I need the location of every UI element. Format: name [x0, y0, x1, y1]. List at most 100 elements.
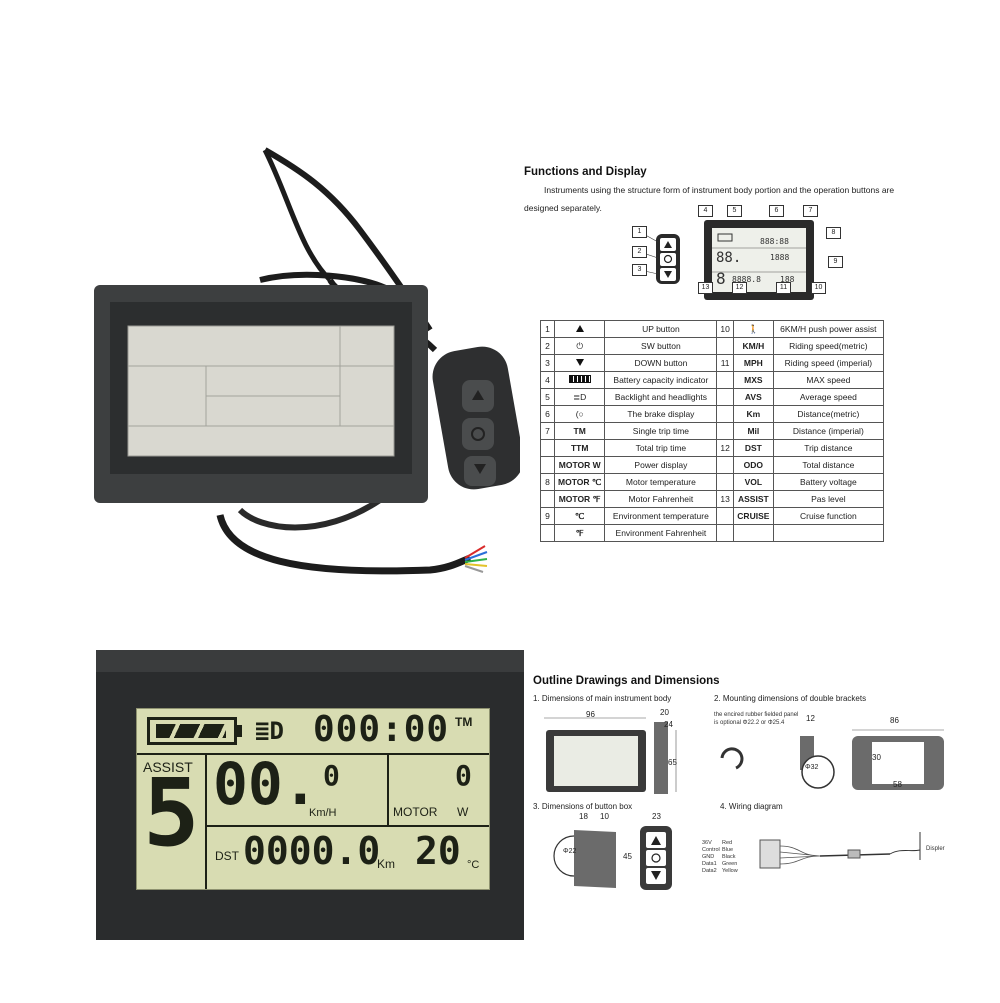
- table-row: TTM Total trip time 12 DST Trip distance: [540, 439, 884, 457]
- callout-8: 8: [826, 227, 841, 239]
- dim-phi22: Φ22: [563, 848, 577, 855]
- battery-icon: [147, 717, 237, 745]
- row-number: 11: [716, 354, 734, 372]
- callout-4: 4: [698, 205, 713, 217]
- row-desc: Battery voltage: [772, 473, 884, 491]
- svg-text:8: 8: [716, 269, 726, 288]
- dim-10: 10: [600, 812, 609, 821]
- row-number: [540, 490, 555, 508]
- row-number: 4: [540, 371, 555, 389]
- walk-icon: 🚶: [732, 320, 774, 338]
- row-code: ℉: [553, 524, 606, 542]
- row-desc: MAX speed: [772, 371, 884, 389]
- row-desc: Environment Fahrenheit: [604, 524, 718, 542]
- row-code: DST: [732, 439, 774, 457]
- row-desc: Riding speed (imperial): [772, 354, 884, 372]
- row-code: MOTOR W: [553, 456, 606, 474]
- row-code: AVS: [732, 388, 774, 406]
- table-row: MOTOR W Power display ODO Total distance: [540, 456, 884, 474]
- dim-30: 30: [872, 753, 881, 762]
- dim-18: 18: [579, 812, 588, 821]
- row-number: [540, 524, 555, 542]
- row-desc: Pas level: [772, 490, 884, 508]
- product-photo: [94, 147, 520, 575]
- row-desc: The brake display: [604, 405, 718, 423]
- table-row: 4 Battery capacity indicator MXS MAX spe…: [540, 371, 884, 389]
- svg-text:188: 188: [780, 275, 795, 284]
- dim-65: 65: [668, 758, 677, 767]
- dim-96: 96: [586, 710, 595, 719]
- svg-text:88.: 88.: [716, 250, 741, 266]
- row-code: Km: [732, 405, 774, 423]
- row-desc: Power display: [604, 456, 718, 474]
- row-number: 12: [716, 439, 734, 457]
- row-number: [540, 456, 555, 474]
- down-triangle-icon: [553, 354, 606, 372]
- callout-5: 5: [727, 205, 742, 217]
- row-desc: Cruise function: [772, 507, 884, 525]
- power-icon: ⏻: [553, 337, 606, 355]
- row-number: 7: [540, 422, 555, 440]
- row-desc: Riding speed(metric): [772, 337, 884, 355]
- table-row: 8 MOTOR ℃ Motor temperature VOL Battery …: [540, 473, 884, 491]
- row-code: [732, 524, 774, 542]
- callout-13: 13: [698, 282, 713, 294]
- table-row: ℉ Environment Fahrenheit: [540, 524, 884, 542]
- row-number: 3: [540, 354, 555, 372]
- row-desc: Average speed: [772, 388, 884, 406]
- row-number: 8: [540, 473, 555, 491]
- assist-level: 5: [143, 759, 200, 868]
- section-4-title: 4. Wiring diagram: [720, 802, 783, 811]
- motor-label: MOTOR: [393, 805, 438, 819]
- row-desc: Environment temperature: [604, 507, 718, 525]
- row-code: ASSIST: [732, 490, 774, 508]
- row-desc: UP button: [604, 320, 718, 338]
- row-number: [716, 405, 734, 423]
- row-desc: Motor Fahrenheit: [604, 490, 718, 508]
- section-3-title: 3. Dimensions of button box: [533, 802, 633, 811]
- row-number: [716, 371, 734, 389]
- row-desc: Motor temperature: [604, 473, 718, 491]
- table-row: 2 ⏻ SW button KM/H Riding speed(metric): [540, 337, 884, 355]
- button-box-illustration: [639, 231, 680, 284]
- battery-icon: [553, 371, 606, 389]
- row-code: MPH: [732, 354, 774, 372]
- button-box-drawing: [553, 826, 672, 890]
- row-desc: Total trip time: [604, 439, 718, 457]
- svg-text:888:88: 888:88: [760, 237, 789, 246]
- row-desc: Distance (imperial): [772, 422, 884, 440]
- distance-unit: Km: [377, 857, 395, 871]
- headlight-icon: ≣D: [255, 717, 284, 745]
- callout-3: 3: [632, 264, 647, 276]
- row-number: [716, 456, 734, 474]
- row-desc: Backlight and headlights: [604, 388, 718, 406]
- instrument-dimension-drawing: [544, 717, 677, 794]
- row-desc: [772, 524, 884, 542]
- row-desc: DOWN button: [604, 354, 718, 372]
- row-number: [716, 473, 734, 491]
- row-code: Mil: [732, 422, 774, 440]
- speed-value: 00.: [213, 750, 318, 818]
- displer-label: Displer: [926, 846, 945, 852]
- temperature-value: 20: [415, 829, 461, 873]
- panel-note-1: the encired rubber fielded panel: [714, 712, 799, 718]
- table-row: 6 (○ The brake display Km Distance(metri…: [540, 405, 884, 423]
- row-code: KM/H: [732, 337, 774, 355]
- functions-title: Functions and Display: [524, 166, 647, 178]
- row-code: MOTOR ℃: [553, 473, 606, 491]
- motor-value: 0: [455, 759, 472, 792]
- callout-6: 6: [769, 205, 784, 217]
- row-number: [540, 439, 555, 457]
- row-code: CRUISE: [732, 507, 774, 525]
- row-number: [716, 507, 734, 525]
- headlight-icon: ≣D: [553, 388, 606, 406]
- row-code: TM: [553, 422, 606, 440]
- row-code: VOL: [732, 473, 774, 491]
- dim-23: 23: [652, 812, 661, 821]
- callout-10: 10: [811, 282, 826, 294]
- row-desc: Single trip time: [604, 422, 718, 440]
- callout-11: 11: [776, 282, 791, 294]
- table-row: 9 ℃ Environment temperature CRUISE Cruis…: [540, 507, 884, 525]
- callout-2: 2: [632, 246, 647, 258]
